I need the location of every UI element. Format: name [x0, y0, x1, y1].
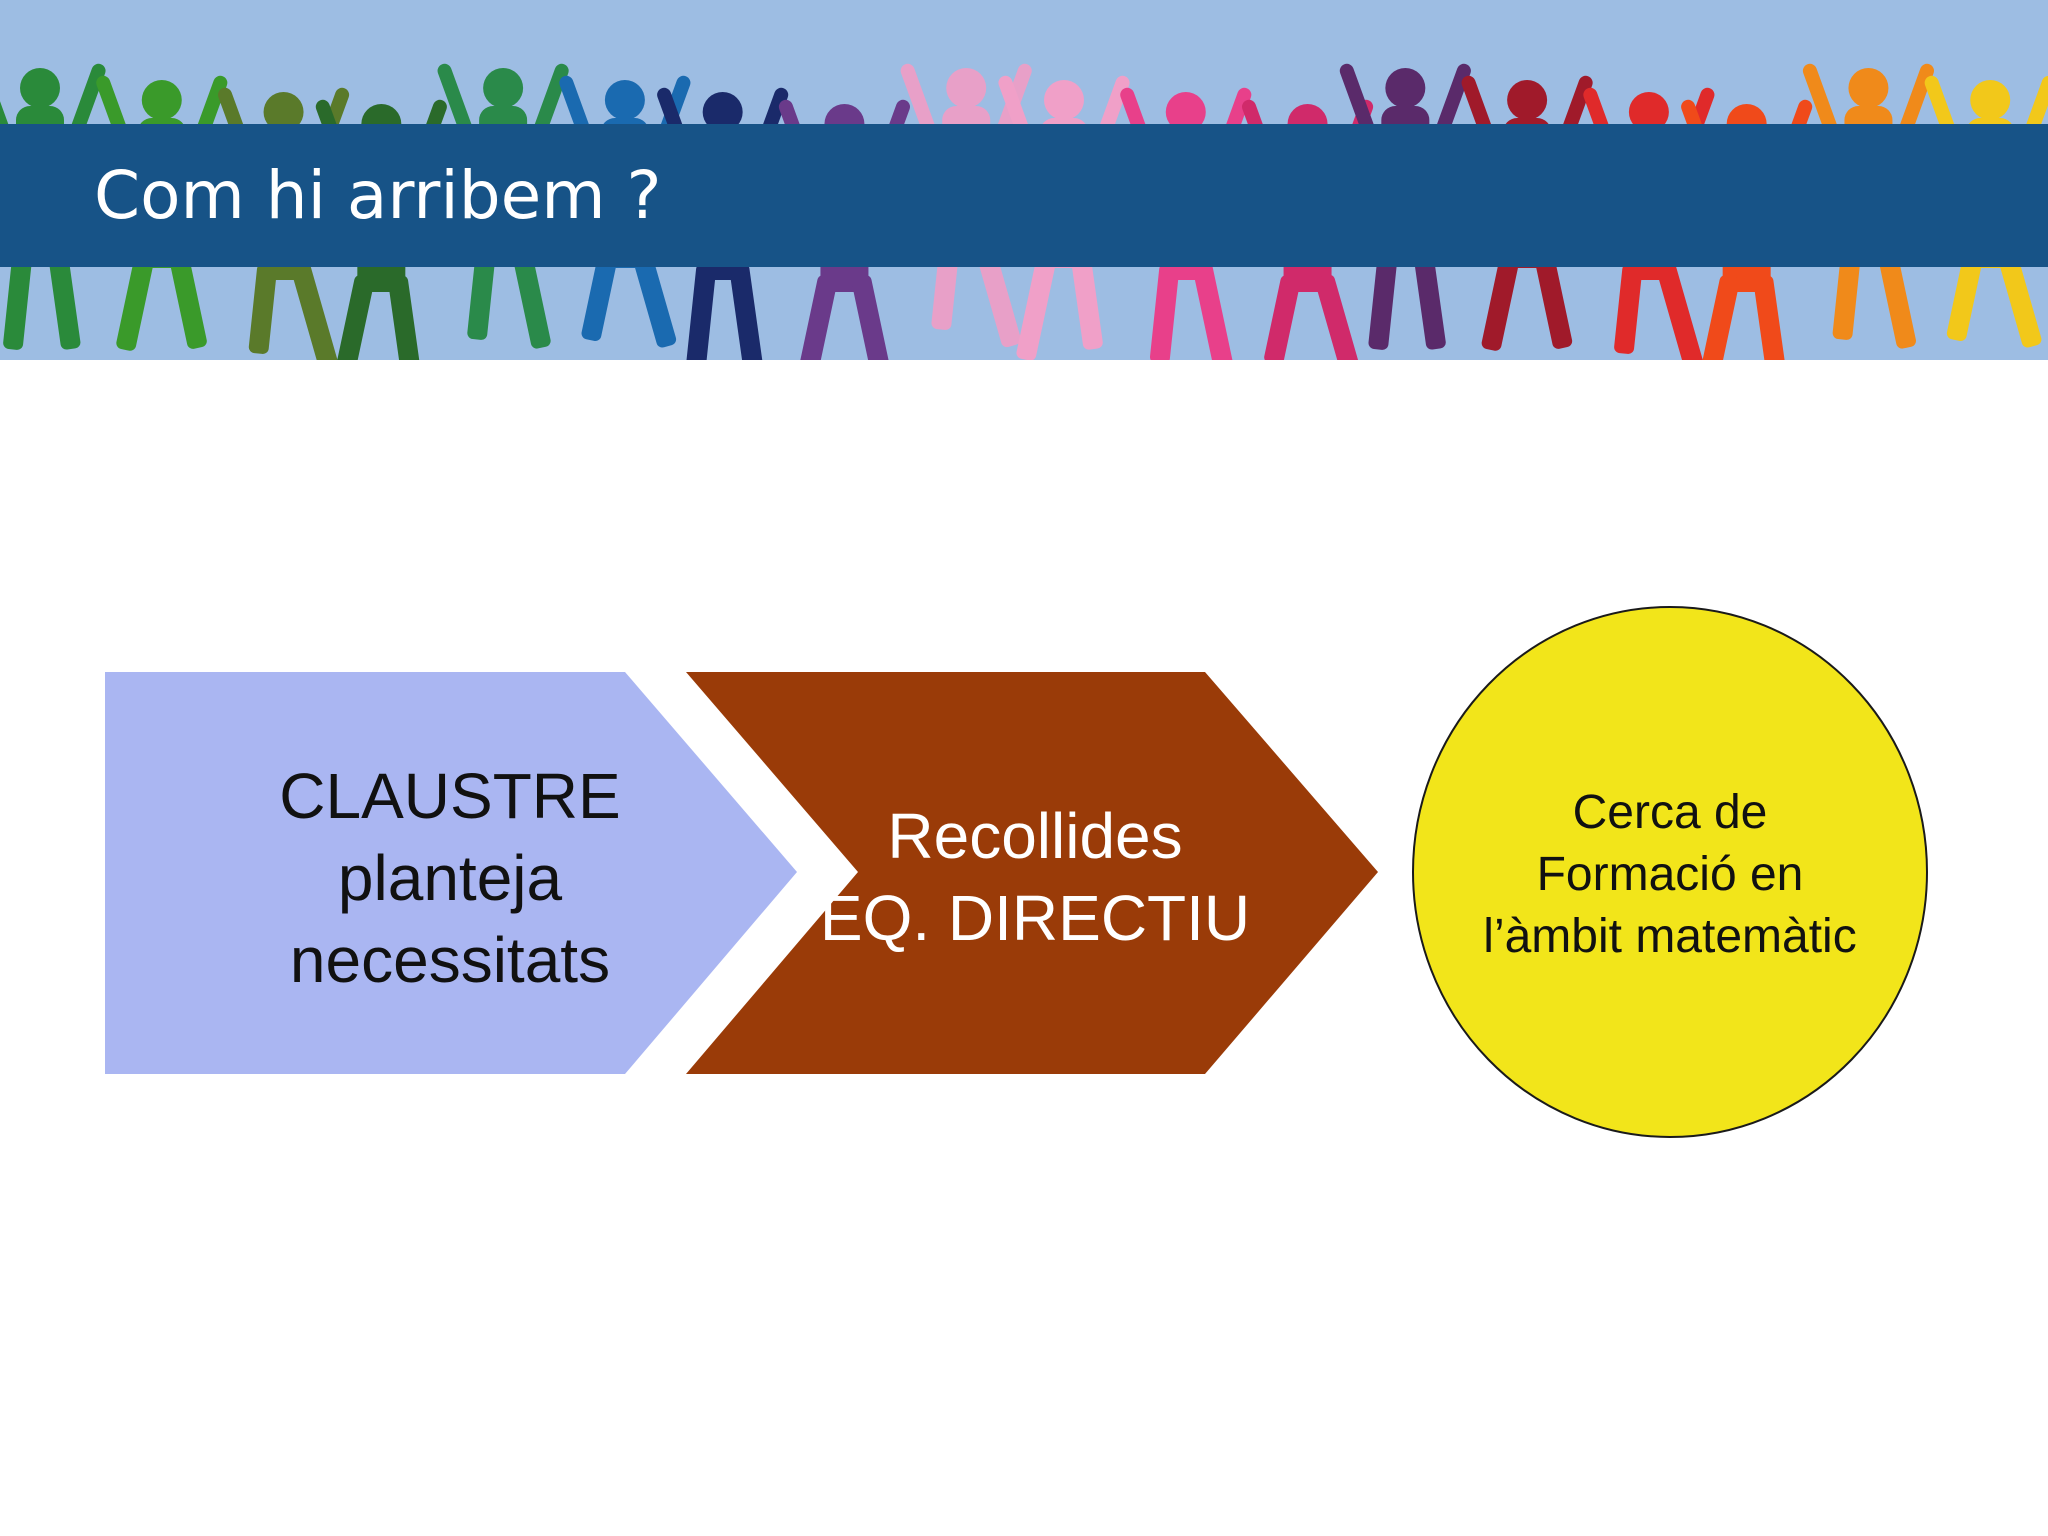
- step3-line: Formació en: [1536, 848, 1804, 901]
- step1-label: CLAUSTRE planteja necessitats: [240, 755, 660, 1001]
- step2-text-clip: Recollides EQ. DIRECTIU: [690, 672, 1378, 1074]
- step1-line: CLAUSTRE: [279, 760, 621, 832]
- step2-label: Recollides EQ. DIRECTIU: [690, 795, 1378, 959]
- step3-line: l’àmbit matemàtic: [1483, 910, 1857, 963]
- step1-line: necessitats: [289, 924, 611, 996]
- step2-chevron: [686, 672, 1378, 1074]
- step3-line: Cerca de: [1572, 786, 1768, 839]
- step3-label: Cerca de Formació en l’àmbit matemàtic: [1430, 782, 1910, 968]
- step2-line: EQ. DIRECTIU: [819, 882, 1251, 954]
- slide-title: Com hi arribem ?: [94, 157, 662, 234]
- step1-line: planteja: [337, 842, 563, 914]
- step3-circle: [1412, 606, 1928, 1138]
- step1-chevron: [105, 672, 797, 1074]
- step2-line: Recollides: [887, 800, 1183, 872]
- title-bar: Com hi arribem ?: [0, 124, 2048, 267]
